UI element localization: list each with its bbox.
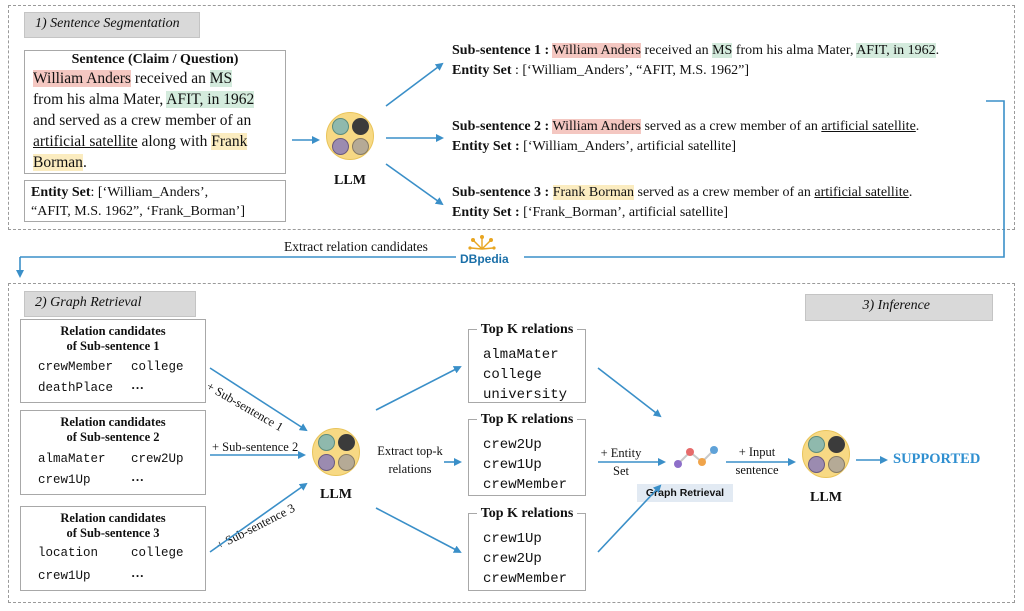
extract-topk-label-line1: Extract top-k [377,444,443,458]
arrow-llm-to-sub3 [385,163,444,206]
plus-entity-label-line2: Set [613,464,629,478]
llm-label-1: LLM [334,173,366,188]
falcon-icon [352,118,369,135]
arrow-llm2-to-topk3 [375,507,462,553]
llm-icon-group-3 [802,430,850,478]
entity-artificial-satellite: artificial satellite [33,133,138,150]
falcon-icon [338,434,355,451]
section-label-segmentation: 1) Sentence Segmentation [24,12,200,38]
entity-william-anders: William Anders [33,70,131,87]
openai-icon [808,436,825,453]
relation-candidates-box-1: Relation candidates of Sub-sentence 1 cr… [20,319,206,403]
llm-icon-group-2 [312,428,360,476]
plus-entity-label-line1: + Entity [600,446,642,460]
falcon-icon [828,436,845,453]
sentence-box: Sentence (Claim / Question) William Ande… [24,50,286,174]
extract-relation-candidates-label: Extract relation candidates [284,239,428,254]
llama-icon [338,454,355,471]
llama-icon [352,138,369,155]
plus-input-label-line1: + Input [738,445,776,459]
section-label-graph-retrieval: 2) Graph Retrieval [24,291,196,317]
dbpedia-spider-icon [468,235,496,250]
entity-frank: Frank [211,133,248,150]
sentence-segmentation-panel [8,5,1015,230]
arrow-rc3-to-llm2 [209,482,308,553]
sentence-text: William Anders received an MS from his a… [33,70,255,171]
arrow-connector-right [524,100,1005,258]
llama-icon [828,456,845,473]
top-k-box-1: Top K relations almaMater college univer… [468,322,586,403]
plus-input-label-line2: sentence [735,463,779,477]
sub-sentence-1: Sub-sentence 1 : William Anders received… [452,43,940,58]
vicuna-icon [808,456,825,473]
arrow-topk1-to-graph [597,367,662,418]
sentence-title: Sentence (Claim / Question) [71,52,239,67]
entity-set-label: Entity Set [31,185,91,200]
entity-ms: MS [209,70,233,87]
llm-label-2: LLM [320,487,352,502]
arrow-topk3-to-graph [597,484,662,553]
vicuna-icon [318,454,335,471]
entity-afit: AFIT, in 1962 [166,91,255,108]
graph-retrieval-panel [8,283,1015,603]
sub-sentence-2-entity-set: Entity Set : [‘William_Anders’, artifici… [452,139,737,154]
result-supported: SUPPORTED [893,451,981,467]
vicuna-icon [332,138,349,155]
top-k-box-3: Top K relations crew1Up crew2Up crewMemb… [468,506,586,591]
sub-sentence-3: Sub-sentence 3 : Frank Borman served as … [452,185,913,200]
plus-sub-sentence-2: + Sub-sentence 2 [212,440,299,454]
llm-label-3: LLM [810,490,842,505]
extract-topk-label-line2: relations [388,462,432,476]
sub-sentence-1-entity-set: Entity Set : [‘William_Anders’, “AFIT, M… [452,63,750,78]
relation-candidates-box-2: Relation candidates of Sub-sentence 2 al… [20,410,206,495]
dbpedia-logo: DBpedia [460,233,509,273]
entity-borman: Borman [33,154,83,171]
arrow-llm-to-sub1 [385,62,444,107]
entity-set-box: Entity Set: [‘William_Anders’, “AFIT, M.… [24,180,286,222]
relation-candidates-box-3: Relation candidates of Sub-sentence 3 lo… [20,506,206,591]
dbpedia-label: DBpedia [460,252,509,266]
openai-icon [332,118,349,135]
llm-icon-group [326,112,374,160]
arrow-llm2-to-topk1 [375,366,462,411]
openai-icon [318,434,335,451]
sub-sentence-2: Sub-sentence 2 : William Anders served a… [452,119,920,134]
section-label-inference: 3) Inference [805,294,993,321]
top-k-box-2: Top K relations crew2Up crew1Up crewMemb… [468,412,586,496]
sub-sentence-3-entity-set: Entity Set : [‘Frank_Borman’, artificial… [452,205,729,220]
arrow-rc1-to-llm2 [209,367,308,432]
graph-retrieval-icon [672,444,722,470]
